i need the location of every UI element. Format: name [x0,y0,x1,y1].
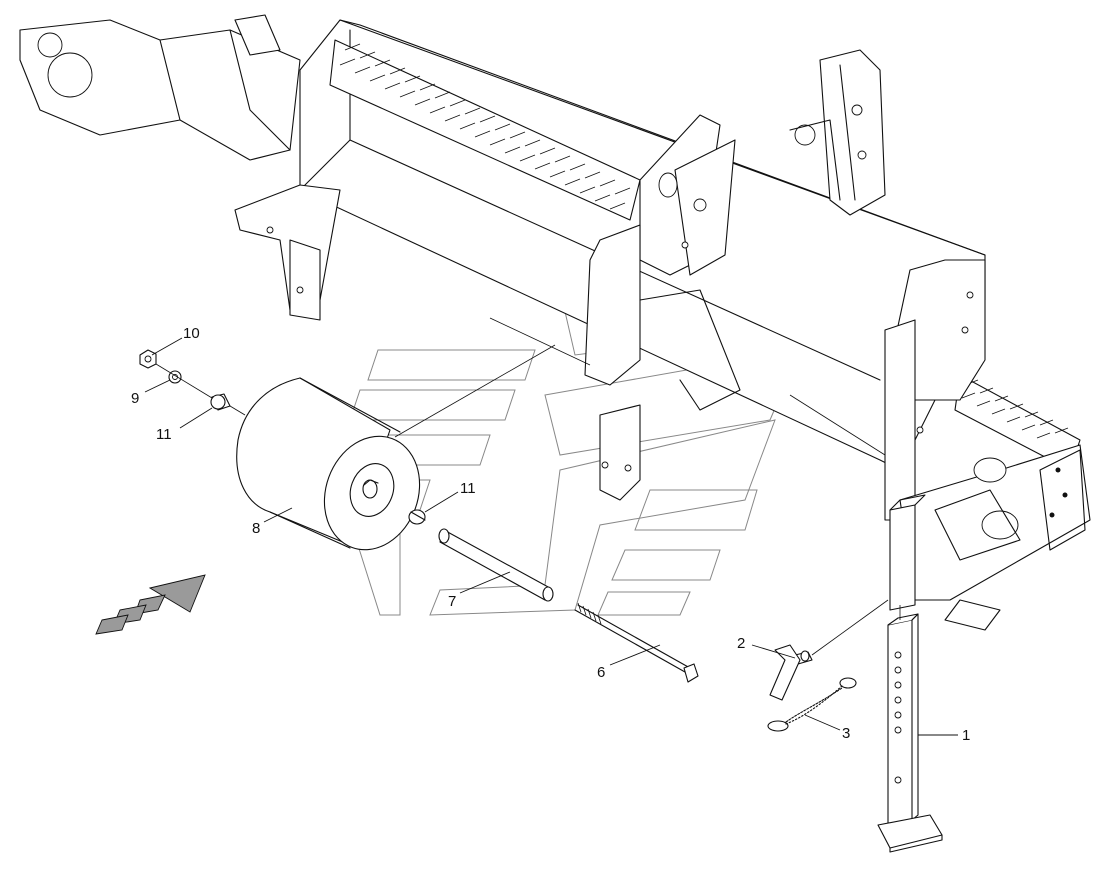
jack-stand-part-1 [877,605,943,853]
nut-part-10 [139,349,157,369]
callout-label-8: 8 [252,520,260,537]
callout-8: 8 [252,507,293,537]
callout-7: 7 [448,571,511,610]
callout-label-11-left: 11 [156,426,172,443]
callout-label-11-right: 11 [460,480,476,497]
spacer-part-11-left [210,393,231,411]
pin-part-2 [769,599,889,701]
callout-label-6: 6 [597,664,605,681]
callout-label-7: 7 [448,593,456,610]
shaft-tube-part-7 [438,528,554,602]
bolt-part-6 [574,602,699,683]
callout-label-10: 10 [183,325,200,342]
callout-2: 2 [737,635,796,659]
callout-label-9: 9 [131,390,139,407]
callout-label-2: 2 [737,635,745,652]
roller-part-8 [236,344,556,551]
callout-10: 10 [151,325,200,356]
callout-6: 6 [597,644,661,681]
direction-arrow-icon [95,574,206,635]
callout-1: 1 [918,727,970,744]
spacer-part-11-right [408,509,426,525]
callout-label-3: 3 [842,725,850,742]
callout-9: 9 [131,379,171,407]
machine-frame [19,14,1091,631]
callout-3: 3 [804,714,850,742]
tine-row [339,43,631,210]
lanyard-part-3 [767,677,857,732]
callout-label-1: 1 [962,727,970,744]
callout-11-left: 11 [156,407,213,443]
callout-11-right: 11 [424,480,476,513]
